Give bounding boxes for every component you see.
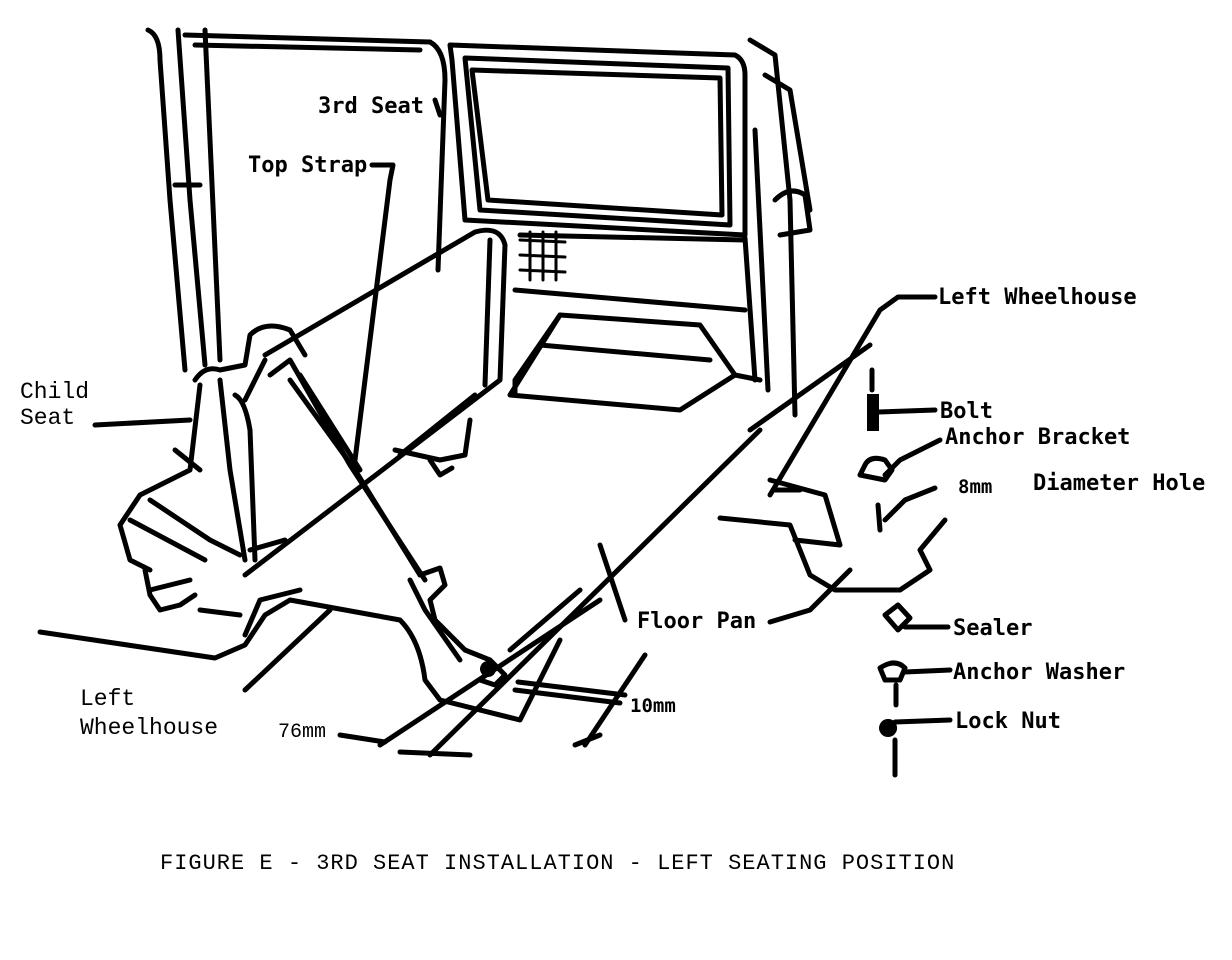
- rear-window: [447, 42, 748, 238]
- child-seat: [117, 323, 308, 613]
- label-lock-nut: Lock Nut: [955, 709, 1061, 734]
- figure-caption: FIGURE E - 3RD SEAT INSTALLATION - LEFT …: [160, 851, 955, 876]
- center-pillar: [427, 39, 448, 273]
- label-child-seat-line1: Child: [20, 379, 89, 405]
- floor-outline: [37, 342, 873, 758]
- rear-hump: [507, 312, 763, 413]
- top-strap: [267, 357, 508, 688]
- label-third-seat: 3rd Seat: [318, 94, 424, 119]
- back-panel: [512, 230, 758, 383]
- label-child-seat-line2: Seat: [20, 405, 75, 431]
- anchor-hardware: [857, 367, 913, 778]
- label-76mm: 76mm: [278, 721, 326, 744]
- label-floor-pan: Floor Pan: [637, 609, 756, 634]
- label-left-wheelhouse-top: Left Wheelhouse: [938, 285, 1137, 310]
- label-top-strap: Top Strap: [248, 153, 367, 178]
- leader-lines: [92, 97, 953, 725]
- third-seat: [242, 227, 508, 578]
- label-bolt: Bolt: [940, 399, 993, 424]
- label-left-wheelhouse-line2: Wheelhouse: [80, 715, 218, 741]
- left-side-wall: [145, 27, 433, 373]
- label-left-wheelhouse-line1: Left: [80, 686, 135, 712]
- right-pillar: [747, 37, 813, 418]
- dimension-lines: [337, 652, 648, 758]
- label-hole-size: 8mm: [958, 476, 992, 498]
- label-diameter-hole: Diameter Hole: [1033, 471, 1205, 496]
- label-anchor-bracket: Anchor Bracket: [945, 425, 1130, 450]
- label-anchor-washer: Anchor Washer: [953, 660, 1125, 685]
- label-sealer: Sealer: [953, 616, 1032, 641]
- label-10mm: 10mm: [630, 695, 676, 717]
- floor-section-right: [717, 477, 948, 593]
